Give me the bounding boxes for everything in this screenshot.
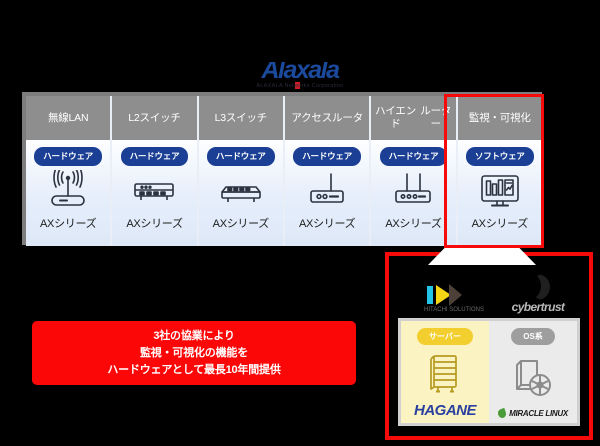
- column-header: 無線LAN: [26, 96, 111, 140]
- callout-line-3: ハードウェアとして最長10年間提供: [107, 363, 281, 376]
- hitachi-solutions-wordmark: HITACHI SOLUTIONS: [424, 307, 484, 313]
- type-badge: ハードウェア: [293, 147, 362, 166]
- series-label: AXシリーズ: [126, 217, 183, 230]
- card-category-pill: OS系: [511, 328, 555, 345]
- os-disc-icon: [511, 345, 555, 409]
- column-header-line2: ルーター: [420, 105, 452, 130]
- hitachi-solutions-logo: HITACHI SOLUTIONS: [419, 276, 489, 316]
- column-body: ハードウェア AXシリーズ: [198, 140, 283, 246]
- column-header: ハイエンド ルーター: [371, 96, 456, 140]
- column-header: アクセス ルータ: [284, 96, 370, 140]
- product-column-access-router[interactable]: アクセス ルータ ハードウェア AXシリーズ: [284, 96, 372, 246]
- type-badge: ハードウェア: [379, 147, 448, 166]
- type-badge: ハードウェア: [34, 147, 103, 166]
- column-body: ハードウェア AXシ: [26, 140, 111, 246]
- cybertrust-crescent-icon: [519, 273, 550, 300]
- partner-card-server[interactable]: サーバー HAGANE: [401, 321, 489, 423]
- type-badge: ハードウェア: [206, 147, 275, 166]
- partner-panel: HITACHI SOLUTIONS cybertrust サーバー: [385, 252, 593, 440]
- column-header: 監視・可視化: [457, 96, 542, 140]
- miracle-linux-text: MIRACLE LINUX: [509, 409, 568, 418]
- access-router-icon: [304, 169, 350, 213]
- column-body: ハードウェア AXシリーズ: [371, 140, 456, 246]
- monitoring-dashboard-icon: [477, 169, 523, 213]
- column-header-line1: ハイエンド: [375, 105, 416, 130]
- partner-panel-inner: HITACHI SOLUTIONS cybertrust サーバー: [389, 256, 589, 436]
- funnel-connector: [428, 245, 536, 265]
- product-column-high-end-router[interactable]: ハイエンド ルーター ハードウェア AXシリーズ: [371, 96, 458, 246]
- callout-line-2: 監視・可視化の機能を: [140, 346, 248, 359]
- hitachi-mark-triangle-yellow: [436, 285, 451, 305]
- hitachi-mark-bar: [427, 286, 433, 304]
- product-table: 無線LAN ハードウェア: [26, 96, 542, 246]
- hitachi-solutions-mark-icon: [427, 284, 462, 306]
- brand-wordmark: Alaxala: [261, 62, 340, 84]
- column-header-line1: アクセス: [291, 111, 333, 124]
- callout-line-1: 3社の協業により: [153, 329, 235, 342]
- server-rack-icon: [426, 345, 464, 402]
- column-header: L2スイッチ: [112, 96, 197, 140]
- product-column-l2-switch[interactable]: L2スイッチ ハードウェア: [112, 96, 199, 246]
- card-category-pill: サーバー: [417, 328, 473, 345]
- hagane-wordmark: HAGANE: [413, 402, 477, 419]
- column-header-line2: ルータ: [332, 111, 363, 124]
- product-column-l3-switch[interactable]: L3スイッチ ハードウェア AXシリーズ: [198, 96, 285, 246]
- partner-logo-row: HITACHI SOLUTIONS cybertrust: [389, 270, 589, 322]
- high-end-router-icon: [390, 169, 436, 213]
- series-label: AXシリーズ: [385, 217, 442, 230]
- product-column-wireless-lan[interactable]: 無線LAN ハードウェア: [26, 96, 113, 246]
- product-column-monitoring-visualization[interactable]: 監視・可視化 ソフトウェア: [457, 96, 542, 246]
- column-body: ハードウェア AXシリーズ: [284, 140, 370, 246]
- wireless-access-point-icon: [45, 169, 91, 213]
- l3-switch-icon: [217, 169, 265, 213]
- alaxala-brand-logo: Alaxala ALAXALA Networks Corporation: [240, 62, 360, 98]
- series-label: AXシリーズ: [471, 217, 529, 230]
- type-badge: ハードウェア: [120, 147, 189, 166]
- type-badge: ソフトウェア: [465, 147, 534, 166]
- cybertrust-wordmark: cybertrust: [511, 300, 565, 314]
- partner-product-cards: サーバー HAGANE OS系: [398, 318, 580, 426]
- partner-card-os[interactable]: OS系 MIRACLE LI: [489, 321, 577, 423]
- column-body: ハードウェア AXシ: [112, 140, 197, 246]
- column-header: L3スイッチ: [198, 96, 283, 140]
- series-label: AXシリーズ: [212, 217, 270, 230]
- brand-accent-mark: [295, 82, 300, 89]
- hitachi-mark-triangle-dark: [449, 284, 462, 306]
- brand-tagline: ALAXALA Networks Corporation: [256, 83, 344, 89]
- series-label: AXシリーズ: [40, 217, 97, 230]
- l2-switch-icon: [130, 169, 178, 213]
- cybertrust-logo: cybertrust: [494, 273, 582, 318]
- series-label: AXシリーズ: [298, 217, 356, 230]
- miracle-linux-leaf-icon: [496, 407, 508, 420]
- column-body: ソフトウェア AXシリーズ: [457, 140, 542, 246]
- collaboration-callout: 3社の協業により 監視・可視化の機能を ハードウェアとして最長10年間提供: [32, 321, 356, 385]
- miracle-linux-wordmark: MIRACLE LINUX: [496, 407, 568, 420]
